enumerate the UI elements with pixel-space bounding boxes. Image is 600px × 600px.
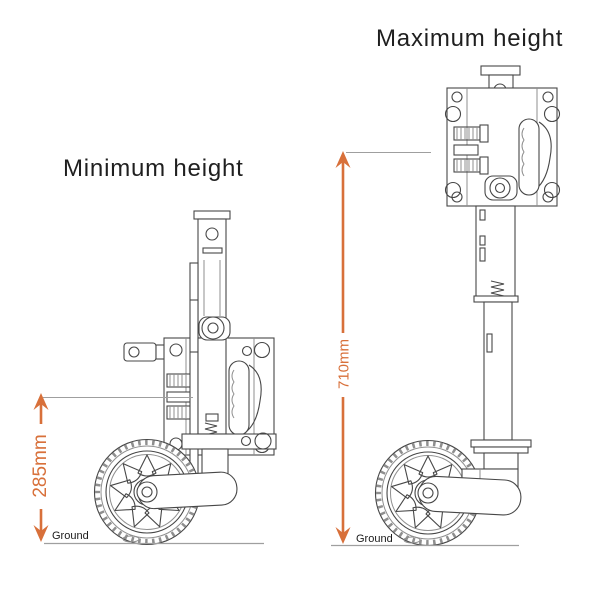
min-dimension-arrow [33, 393, 49, 542]
max-fork [417, 439, 532, 516]
max-wheel [376, 441, 481, 546]
max-outer-tube [473, 205, 519, 303]
dimension-label-min: 285mm [30, 434, 51, 498]
max-clamp-screws [453, 124, 489, 175]
ground-label-right: Ground [356, 533, 393, 545]
max-height-label: Maximum height [376, 25, 564, 52]
min-wheel [95, 440, 238, 545]
min-height-drawing [95, 210, 277, 545]
dimension-label-max: 710mm [335, 338, 353, 390]
max-height-drawing [376, 65, 561, 546]
min-pivot-bolt [198, 316, 231, 341]
min-spring-plunger [204, 413, 219, 436]
max-pivot-bolt [484, 175, 518, 201]
max-handle [518, 118, 552, 196]
max-dimension-arrow [335, 151, 351, 544]
ground-label-left: Ground [52, 530, 89, 542]
max-inner-tube [483, 301, 513, 441]
min-height-label: Minimum height [63, 155, 244, 182]
